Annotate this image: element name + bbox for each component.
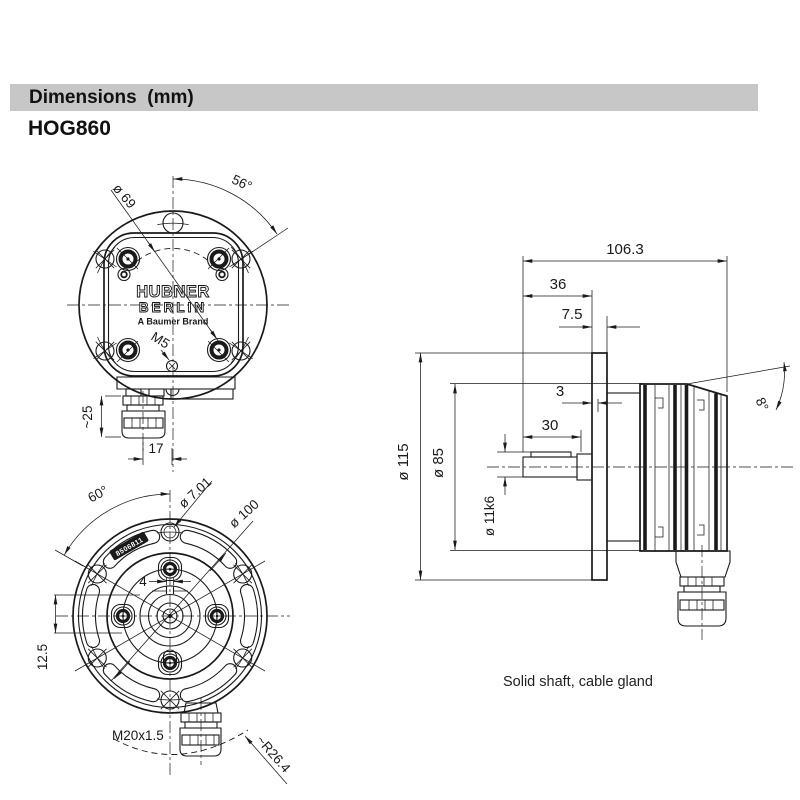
rear-hub-screws [110,556,230,676]
dim-key-width: 4 [139,574,147,589]
dim-swing-radius: ~R26.4 [253,733,293,776]
brand-logo: HUBNER BERLIN A Baumer Brand [136,283,210,327]
front-view: HUBNER BERLIN A Baumer Brand [67,172,289,472]
front-m5-screw [165,359,179,373]
gland-adapter-block [675,550,731,578]
gland-swing-arc [113,729,249,755]
dim-pilot-step: 3 [556,383,564,400]
dim-thread: M5 [148,329,172,352]
dim-gland-offset: 17 [148,441,163,456]
dim-front-angle: 56° [229,172,254,194]
dim-shaft-length: 30 [542,417,559,434]
encoder-body [639,383,728,552]
dim-tilt-angle: 8° [753,395,772,413]
mounting-flange [591,352,608,581]
rear-mounting-holes [87,522,253,710]
rear-cable-gland [179,698,222,765]
dim-rear-offset: 12.5 [35,644,50,670]
brand-line1: HUBNER [136,283,210,301]
figure-caption: Solid shaft, cable gland [503,674,653,690]
dim-total-length: 106.3 [606,241,644,258]
side-cable-gland [677,545,727,640]
dim-shaft-dia: ø 11k6 [482,496,497,536]
dim-rear-angle: 60° [85,483,110,506]
dim-flange-dia: ø 115 [395,443,412,480]
side-dimensions: 106.3 36 7.5 3 30 ø 115 ø 85 [395,241,791,581]
brand-line3: A Baumer Brand [138,317,209,327]
dim-flange-thickness: 7.5 [562,306,583,323]
dim-mount-depth: 36 [550,276,567,293]
body-ribs [643,385,722,551]
front-cable-gland [116,376,236,452]
dim-rear-bolt-circle: ø 100 [226,497,262,531]
front-corner-screws [115,246,232,363]
section-title: Dimensions (mm) [29,87,194,108]
rear-flange-inner [77,523,263,709]
dim-gland-thread: M20x1.5 [112,728,164,743]
dim-front-bolt-circle: ø 69 [110,181,139,211]
dim-gland-height: ~25 [80,406,95,429]
dim-body-dia: ø 85 [430,448,447,478]
product-model-title: HOG860 [28,117,111,140]
rear-view: 8506811 [35,474,294,785]
side-view: 106.3 36 7.5 3 30 ø 115 ø 85 [395,241,795,640]
dim-hole-dia: ø 7.01 [176,474,214,511]
brand-line2: BERLIN [139,300,207,315]
section-header-bar: Dimensions (mm) [10,84,758,111]
shaft-key-flat [530,451,572,458]
rear-flange-outline [72,518,268,714]
